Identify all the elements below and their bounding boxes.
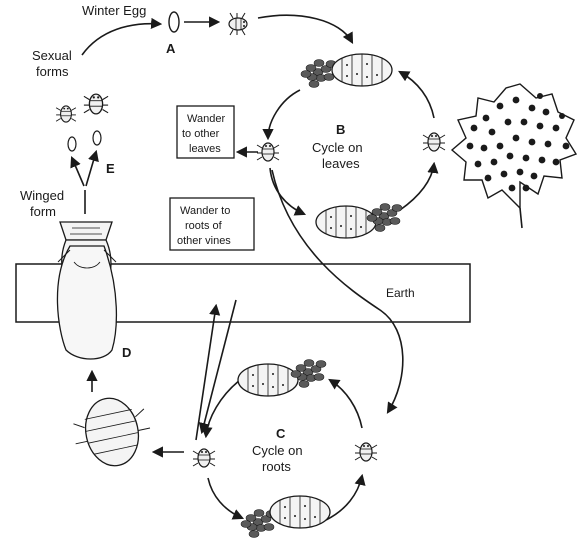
- leaf-adult-top: [332, 54, 392, 86]
- leaf-nymph-right: [423, 133, 445, 151]
- wander-leaves-line2: to other: [182, 128, 220, 140]
- leaf-eggs-top: [301, 60, 336, 88]
- wander-roots-line3: other vines: [177, 235, 231, 247]
- root-nymph-large: [68, 391, 156, 473]
- sexual-forms-label-line2: forms: [36, 64, 69, 79]
- root-adult-bottom: [270, 496, 330, 528]
- leaf-cycle-arc-top: [268, 90, 300, 138]
- root-adult-top: [238, 364, 298, 396]
- root-cycle-arc-right-bottom: [326, 476, 362, 520]
- earth-label: Earth: [386, 286, 415, 300]
- leaf-adult-bottom: [316, 206, 376, 238]
- cycle-roots-line1: Cycle on: [252, 443, 303, 458]
- arrow-root-to-wander-roots: [196, 306, 216, 440]
- wander-roots-line1: Wander to: [180, 205, 230, 217]
- grape-leaf: [452, 84, 576, 228]
- root-cycle-arc-right-top: [330, 380, 362, 428]
- sexual-forms-label-line1: Sexual: [32, 48, 72, 63]
- winged-form-label-line1: Winged: [20, 188, 64, 203]
- stage-e-label: E: [106, 161, 115, 176]
- cycle-roots-line2: roots: [262, 459, 291, 474]
- wander-roots-line2: roots of: [185, 220, 223, 232]
- sexual-male: [56, 106, 76, 122]
- leaf-nymph-left: [257, 143, 279, 161]
- winter-egg: [169, 12, 179, 32]
- leaf-cycle-arc-left: [270, 168, 304, 214]
- leaf-cycle-arc-right-top: [400, 72, 434, 118]
- sexual-egg-2: [93, 131, 101, 145]
- cycle-leaves-line1: Cycle on: [312, 140, 363, 155]
- root-cycle-arc-top: [206, 380, 240, 436]
- cycle-leaves-line2: leaves: [322, 156, 360, 171]
- arrow-sexual-to-egg: [82, 24, 160, 55]
- stage-d-label: D: [122, 345, 131, 360]
- stage-a-label: A: [166, 41, 176, 56]
- arrow-nymph-to-leaf-cycle: [258, 15, 352, 42]
- stage-b-label: B: [336, 122, 345, 137]
- winged-form-label-line2: form: [30, 204, 56, 219]
- arrow-to-sexual-1: [72, 158, 84, 186]
- sexual-egg-1: [68, 137, 76, 151]
- root-nymph-left: [193, 449, 215, 467]
- arrow-to-sexual-2: [86, 152, 96, 186]
- root-cycle-arc-left: [208, 478, 242, 518]
- stage-c-label: C: [276, 426, 286, 441]
- leaf-cycle-arc-right-bottom: [400, 164, 434, 210]
- root-nymph-right: [355, 443, 377, 461]
- winged-form-insect: [57, 222, 116, 359]
- winter-egg-label: Winter Egg: [82, 3, 146, 18]
- nymph-near-egg: [229, 13, 247, 35]
- sexual-female: [84, 94, 108, 114]
- wander-leaves-line3: leaves: [189, 143, 221, 155]
- wander-leaves-line1: Wander: [187, 113, 225, 125]
